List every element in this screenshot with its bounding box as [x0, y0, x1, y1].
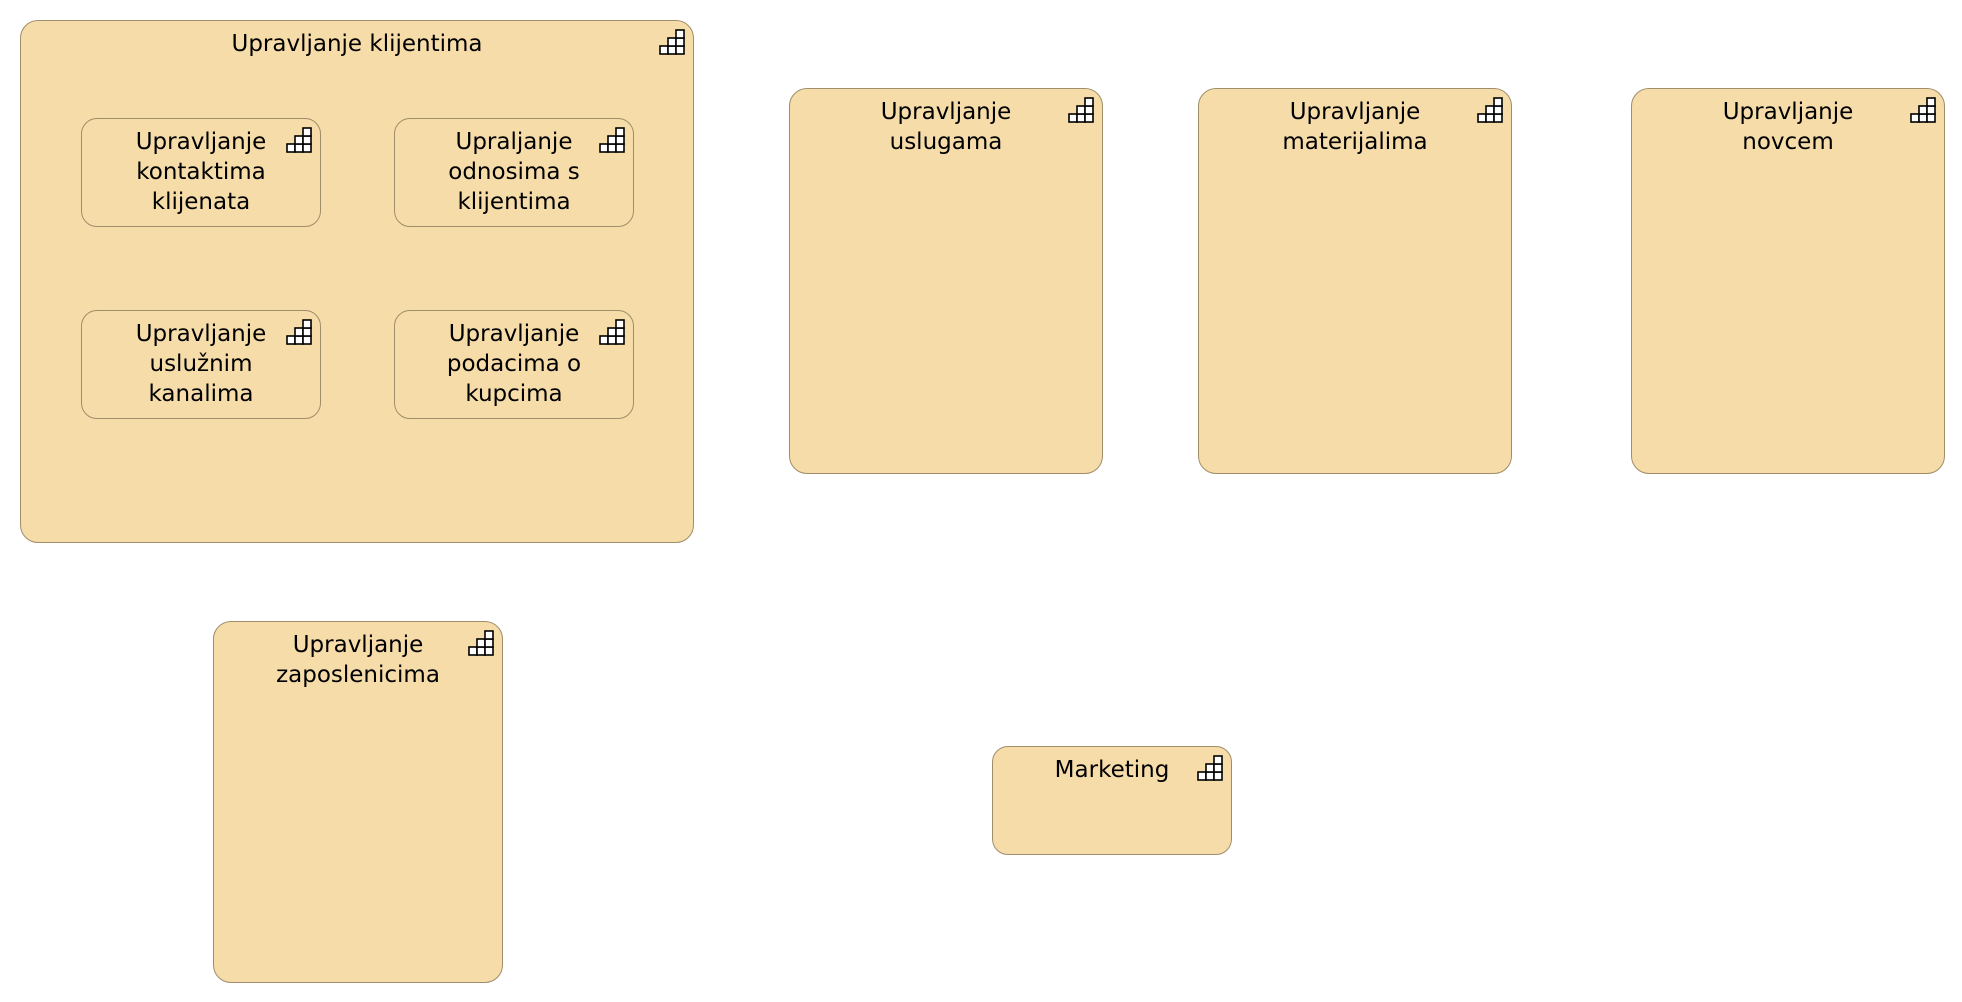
- capability-icon: [286, 127, 312, 153]
- capability-label: Upraljanje odnosima s klijentima: [448, 129, 580, 215]
- capability-icon: [1068, 97, 1094, 123]
- capability-upravljanje-usluznim-kanalima[interactable]: Upravljanje uslužnim kanalima: [81, 310, 321, 419]
- capability-upravljanje-materijalima[interactable]: Upravljanje materijalima: [1198, 88, 1512, 474]
- capability-icon: [286, 319, 312, 345]
- capability-upravljanje-novcem[interactable]: Upravljanje novcem: [1631, 88, 1945, 474]
- capability-icon: [599, 319, 625, 345]
- capability-upravljanje-kontaktima-klijenata[interactable]: Upravljanje kontaktima klijenata: [81, 118, 321, 227]
- capability-label: Marketing: [1054, 757, 1170, 783]
- capability-label: Upravljanje materijalima: [1282, 99, 1428, 155]
- capability-icon: [659, 29, 685, 55]
- capability-upravljanje-podacima-o-kupcima[interactable]: Upravljanje podacima o kupcima: [394, 310, 634, 419]
- capability-label: Upravljanje uslužnim kanalima: [135, 321, 267, 407]
- capability-upravljanje-zaposlenicima[interactable]: Upravljanje zaposlenicima: [213, 621, 503, 983]
- capability-marketing[interactable]: Marketing: [992, 746, 1232, 855]
- capability-upravljanje-klijentima[interactable]: Upravljanje klijentima Upravljanje konta…: [20, 20, 694, 543]
- capability-upravljanje-uslugama[interactable]: Upravljanje uslugama: [789, 88, 1103, 474]
- capability-upraljanje-odnosima-s-klijentima[interactable]: Upraljanje odnosima s klijentima: [394, 118, 634, 227]
- capability-icon: [1197, 755, 1223, 781]
- capability-label: Upravljanje uslugama: [880, 99, 1012, 155]
- capability-label: Upravljanje podacima o kupcima: [446, 321, 582, 407]
- capability-label: Upravljanje klijentima: [231, 31, 483, 57]
- capability-icon: [468, 630, 494, 656]
- capability-label: Upravljanje novcem: [1722, 99, 1854, 155]
- capability-icon: [599, 127, 625, 153]
- capability-label: Upravljanje kontaktima klijenata: [135, 129, 267, 215]
- capability-label: Upravljanje zaposlenicima: [276, 632, 440, 688]
- capability-icon: [1477, 97, 1503, 123]
- capability-icon: [1910, 97, 1936, 123]
